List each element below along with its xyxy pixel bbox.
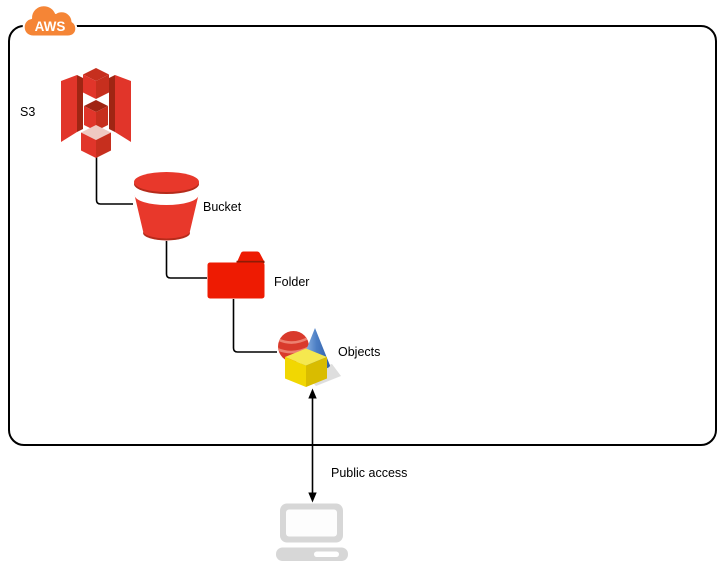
aws-cloud-icon: AWS [22, 4, 78, 38]
folder-icon [207, 251, 265, 299]
aws-cloud-boundary [8, 25, 717, 446]
aws-logo-label: AWS [35, 19, 66, 34]
bucket-label: Bucket [203, 200, 242, 214]
folder-label: Folder [274, 275, 310, 289]
objects-icon [278, 328, 341, 387]
objects-label: Objects [338, 345, 381, 359]
cube-shape [285, 348, 327, 387]
laptop-icon [276, 503, 348, 561]
public-access-label: Public access [331, 466, 408, 480]
s3-label: S3 [20, 105, 36, 119]
s3-service-icon [61, 68, 131, 158]
bucket-icon [134, 172, 199, 241]
arrowhead-down [308, 492, 317, 503]
